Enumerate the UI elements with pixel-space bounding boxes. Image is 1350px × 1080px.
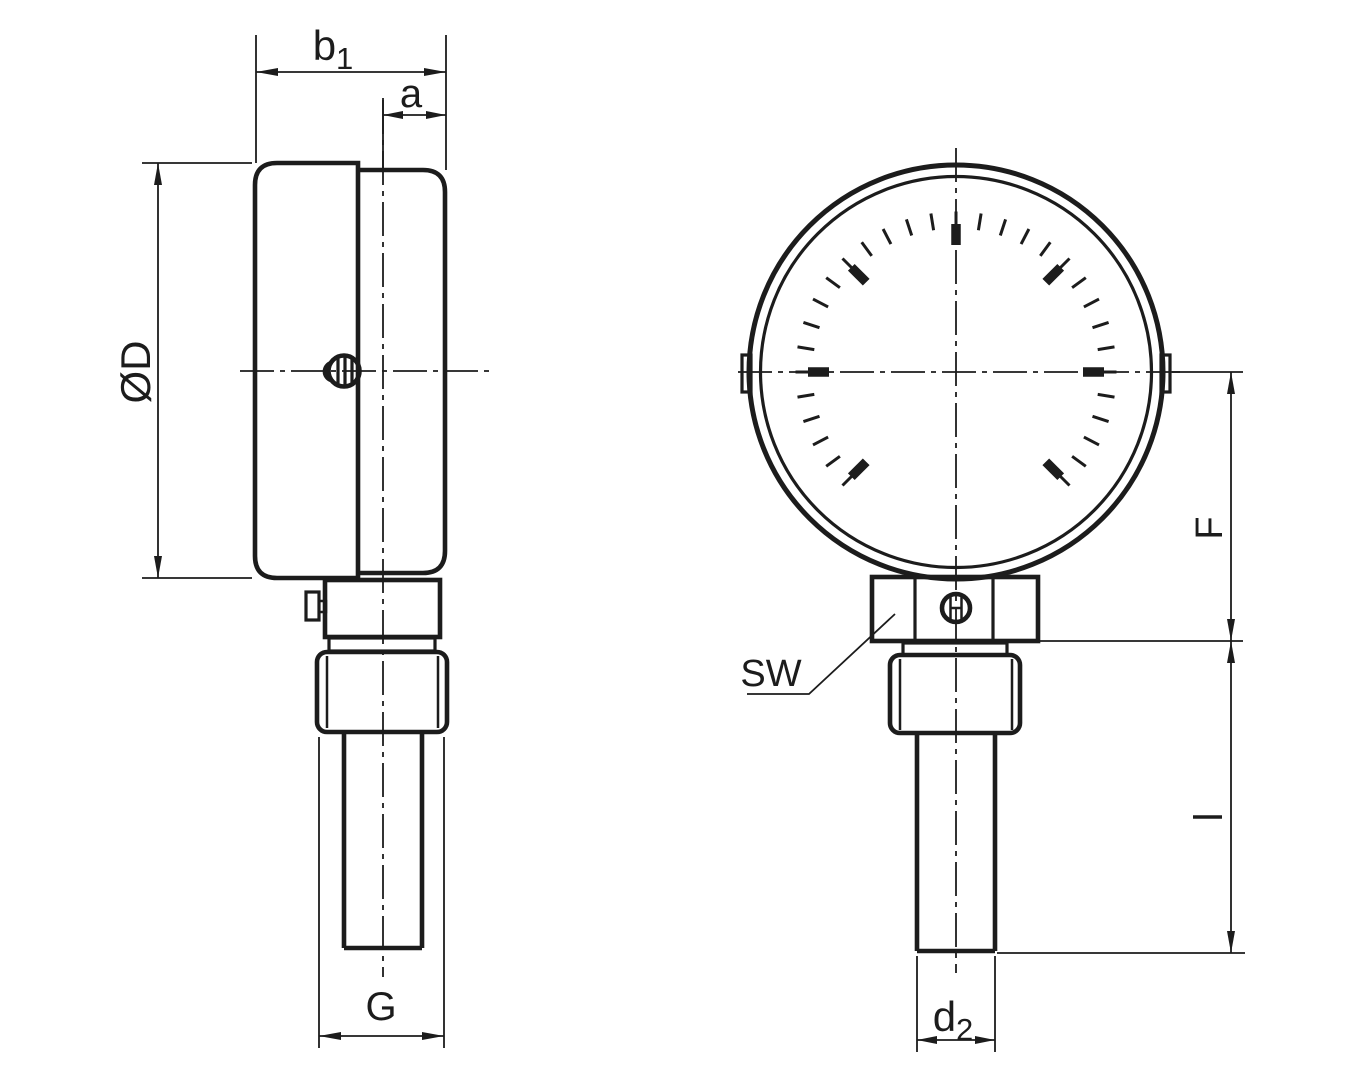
leader-line bbox=[747, 613, 896, 695]
label-g: G bbox=[365, 985, 396, 1029]
minor-tick bbox=[1097, 345, 1115, 352]
collar-side bbox=[327, 636, 437, 653]
arrowhead bbox=[424, 68, 446, 76]
minor-tick bbox=[1092, 320, 1110, 330]
dial-inner-ring bbox=[758, 174, 1154, 570]
minor-tick bbox=[802, 320, 820, 330]
front-view bbox=[738, 148, 1180, 973]
arrowhead bbox=[154, 556, 162, 578]
dial-ticks bbox=[795, 211, 1117, 487]
dimension-l: l bbox=[997, 641, 1245, 954]
dimension-diameter-d: ØD bbox=[112, 162, 252, 579]
minor-tick bbox=[1019, 228, 1031, 245]
screw-tip-arc bbox=[322, 360, 333, 383]
major-tick bbox=[1042, 263, 1065, 286]
minor-tick bbox=[1071, 276, 1087, 289]
minor-tick bbox=[881, 228, 893, 245]
minor-tick bbox=[797, 345, 815, 352]
minor-tick bbox=[904, 218, 914, 236]
arrowhead bbox=[422, 1032, 444, 1040]
minor-tick bbox=[812, 435, 829, 447]
minor-tick bbox=[1071, 455, 1087, 468]
label-f: F bbox=[1189, 516, 1231, 539]
minor-tick bbox=[1097, 392, 1115, 399]
label-sw: SW bbox=[740, 653, 801, 695]
zero-adjust-screw-icon bbox=[939, 591, 973, 625]
label-l: l bbox=[1187, 813, 1231, 822]
arrowhead bbox=[383, 111, 403, 119]
minor-tick bbox=[860, 241, 873, 257]
arrowhead bbox=[154, 163, 162, 185]
mounting-lug-right bbox=[1159, 353, 1172, 394]
minor-tick bbox=[802, 414, 820, 424]
label-a: a bbox=[400, 72, 423, 116]
minor-tick bbox=[825, 455, 841, 468]
arrowhead bbox=[975, 1036, 995, 1044]
minor-tick bbox=[998, 218, 1008, 236]
locking-screw-tip bbox=[317, 599, 328, 614]
arrowhead bbox=[1227, 372, 1235, 394]
arrowhead bbox=[1227, 619, 1235, 641]
minor-tick bbox=[1083, 435, 1100, 447]
arrowhead bbox=[917, 1036, 937, 1044]
locking-screw-side-icon bbox=[304, 590, 321, 622]
minor-tick bbox=[1083, 297, 1100, 309]
dimension-b1: b1 bbox=[255, 22, 447, 170]
label-d2: d2 bbox=[933, 993, 974, 1047]
arrowhead bbox=[1227, 641, 1235, 663]
screw-head bbox=[939, 591, 973, 625]
mounting-lug-left bbox=[740, 353, 753, 394]
hex-nut-side bbox=[314, 649, 450, 735]
minor-tick bbox=[976, 213, 983, 231]
minor-tick bbox=[1039, 241, 1052, 257]
bezel-outline bbox=[252, 160, 361, 581]
dimension-d2: d2 bbox=[916, 956, 996, 1052]
arrowhead bbox=[1227, 931, 1235, 953]
arrowhead bbox=[319, 1032, 341, 1040]
side-view bbox=[240, 100, 492, 977]
label-diameter-d: ØD bbox=[112, 341, 159, 404]
dimension-g: G bbox=[318, 737, 445, 1048]
major-tick bbox=[1042, 458, 1065, 481]
dimension-a: a bbox=[382, 72, 446, 168]
label-b1: b1 bbox=[313, 22, 354, 76]
major-tick bbox=[847, 263, 870, 286]
minor-tick bbox=[825, 276, 841, 289]
case-outline bbox=[358, 167, 448, 576]
minor-tick bbox=[812, 297, 829, 309]
arrowhead bbox=[256, 68, 278, 76]
sw-callout: SW bbox=[740, 613, 896, 695]
minor-tick bbox=[929, 213, 936, 231]
major-tick bbox=[847, 458, 870, 481]
minor-tick bbox=[1092, 414, 1110, 424]
neck-front bbox=[869, 574, 1041, 644]
adjustment-screw-side-icon bbox=[322, 353, 362, 389]
minor-tick bbox=[797, 392, 815, 399]
arrowhead bbox=[426, 111, 446, 119]
hex-nut-front bbox=[887, 652, 1023, 736]
dimension-f: F bbox=[1040, 371, 1243, 642]
